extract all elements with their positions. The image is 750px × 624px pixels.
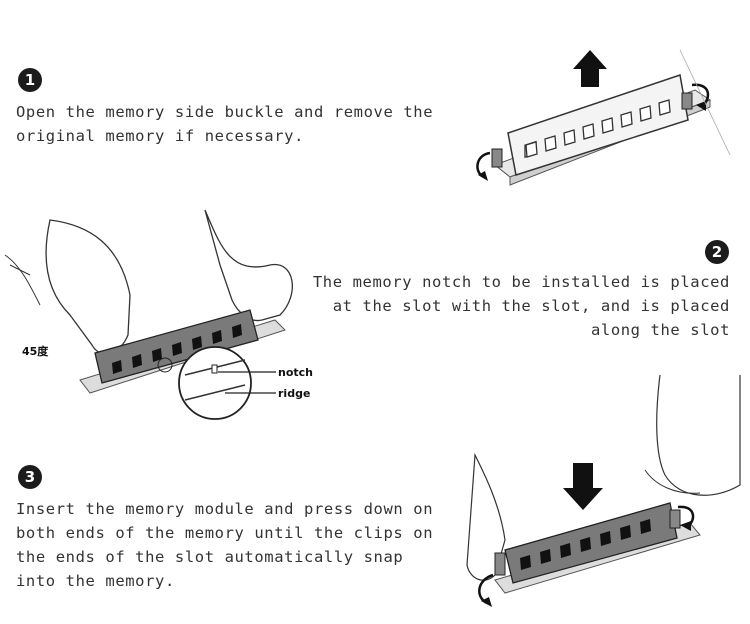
right-hand-press [657,375,740,495]
figure-remove-memory [470,45,740,215]
figure-align-notch: notch ridge 45度 [0,205,310,435]
step-1-number: 1 [18,68,42,92]
figure-press-memory [465,375,745,615]
magnifier-circle [179,347,251,419]
step-2-number: 2 [705,240,729,264]
up-arrow-icon [573,50,607,87]
down-arrow-icon [563,463,603,510]
step-2-text: The memory notch to be installed is plac… [313,270,730,342]
step-3-line-2: both ends of the memory until the clips … [16,521,433,545]
step-3-text: Insert the memory module and press down … [16,497,433,593]
notch-label: notch [278,366,313,379]
angle-label: 45度 [22,344,49,358]
step-3-number: 3 [18,465,42,489]
step-3-line-4: into the memory. [16,569,433,593]
ridge-label: ridge [278,387,310,400]
step-1-text: Open the memory side buckle and remove t… [16,100,433,148]
memory-module-inserted [505,503,677,583]
right-hand [205,210,292,321]
memory-module [508,75,688,175]
step-2-line-2: at the slot with the slot, and is placed [313,294,730,318]
step-3-line-1: Insert the memory module and press down … [16,497,433,521]
step-1-line-1: Open the memory side buckle and remove t… [16,100,433,124]
step-2-line-1: The memory notch to be installed is plac… [313,270,730,294]
step-3-line-3: the ends of the slot automatically snap [16,545,433,569]
left-hand [46,220,130,354]
step-2-line-3: along the slot [313,318,730,342]
step-1-line-2: original memory if necessary. [16,124,433,148]
